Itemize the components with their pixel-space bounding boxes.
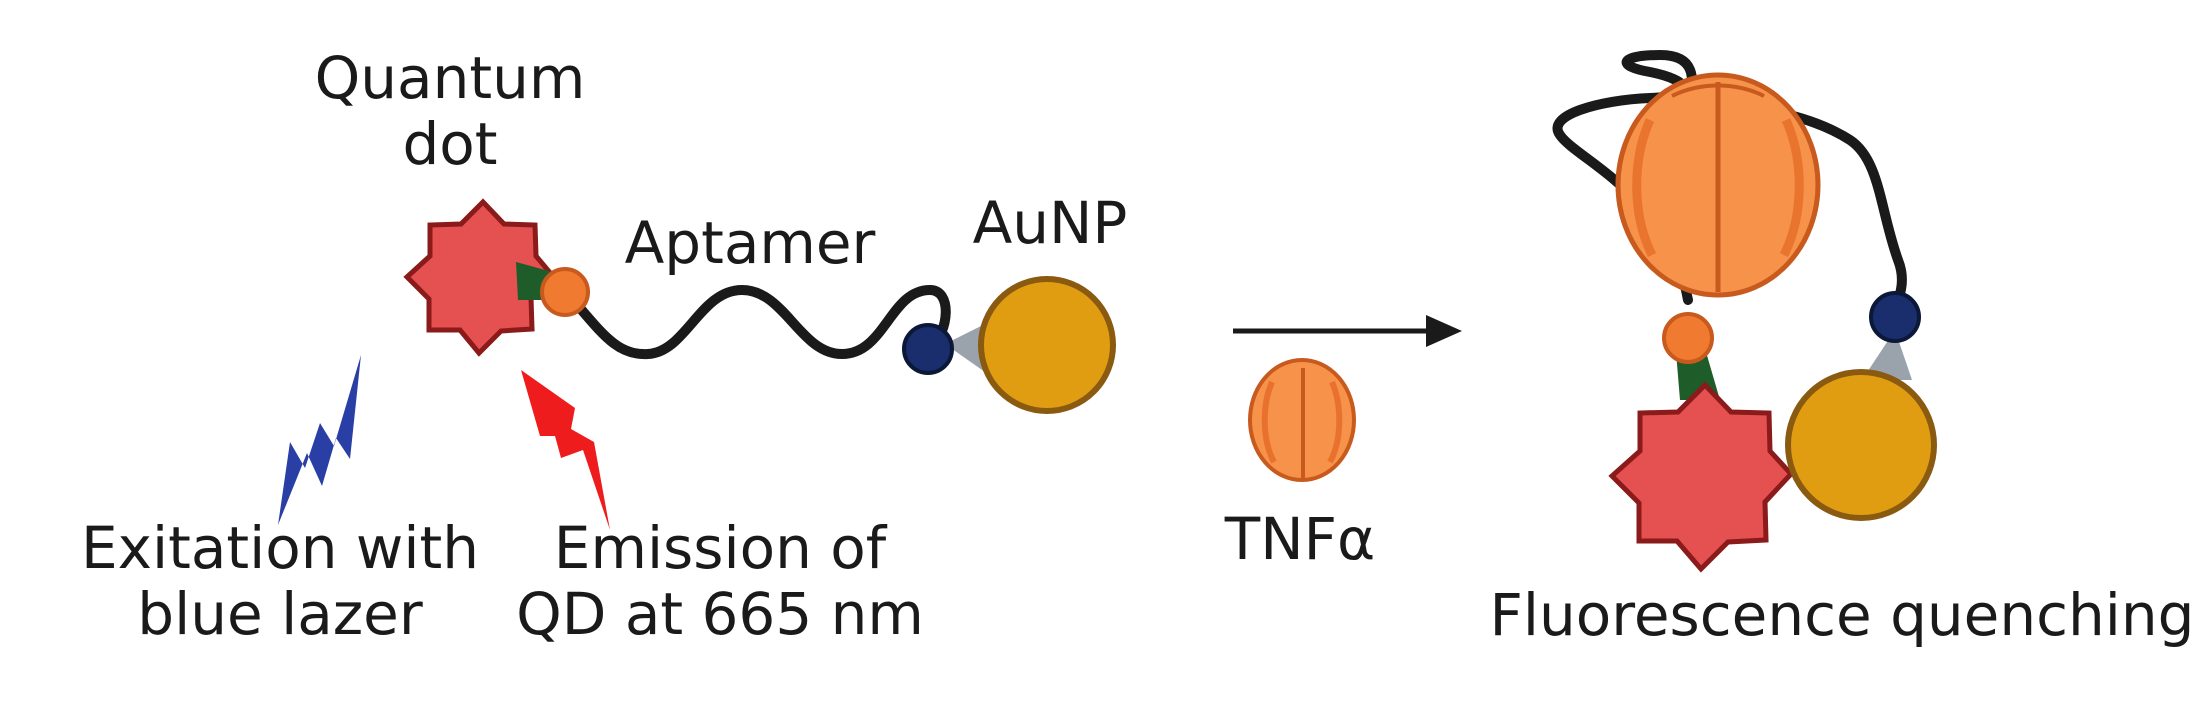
emission-bolt	[521, 370, 610, 530]
tnf-alpha-protein-icon	[1248, 358, 1356, 482]
gold-nanoparticle-right	[1785, 369, 1937, 521]
label-excitation-line-2: blue lazer	[137, 580, 423, 648]
quantum-dot-left	[403, 198, 556, 357]
quantum-dot-right	[1608, 381, 1795, 573]
label-quantum-dot: Quantum dot	[300, 45, 600, 177]
label-quantum-dot-line-1: Quantum	[314, 44, 586, 112]
label-result: Fluorescence quenching	[1489, 581, 2195, 649]
gold-nanoparticle-left	[978, 276, 1116, 414]
aptamer-loop-right	[1552, 50, 1907, 323]
label-emission-line-1: Emission of	[553, 514, 887, 582]
aptamer-strand	[561, 284, 951, 360]
label-excitation: Exitation with blue lazer	[70, 515, 490, 647]
excitation-bolt	[278, 355, 361, 525]
blue-anchor-bead-left	[902, 323, 954, 375]
label-excitation-line-1: Exitation with	[81, 514, 479, 582]
gray-linker-right	[1862, 330, 1912, 380]
label-emission-line-2: QD at 665 nm	[516, 580, 924, 648]
aptamer-end-bead-left	[540, 267, 590, 317]
label-target: TNFα	[1224, 505, 1376, 573]
aptamer-end-bead-right	[1662, 312, 1714, 364]
tnf-alpha-protein-bound	[1615, 72, 1821, 298]
label-quantum-dot-line-2: dot	[402, 110, 498, 178]
gray-linker-left	[945, 324, 985, 372]
blue-anchor-bead-right	[1869, 291, 1921, 343]
label-emission: Emission of QD at 665 nm	[505, 515, 935, 647]
label-aptamer: Aptamer	[624, 209, 876, 277]
reaction-arrow-head	[1426, 315, 1462, 347]
label-aunp: AuNP	[972, 189, 1128, 257]
